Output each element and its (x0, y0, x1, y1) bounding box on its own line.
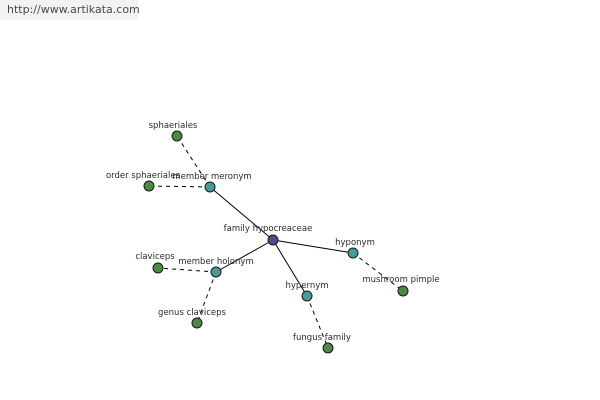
node-hypernym[interactable]: hypernym (285, 281, 329, 302)
node-claviceps[interactable]: claviceps (135, 252, 175, 274)
node-fungus-family-label[interactable]: fungus family (293, 333, 351, 343)
node-mushroom-pimple-dot[interactable] (397, 285, 409, 297)
node-member-holonym-dot[interactable] (210, 266, 222, 278)
edge-member-meronym-to-order-sphaeriales (148, 185, 211, 188)
node-fungus-family-dot[interactable] (322, 342, 334, 354)
edge-member-holonym-to-claviceps (157, 267, 217, 273)
edge-center-to-hypernym (272, 239, 308, 297)
edge-hyponym-to-mushroom-pimple (352, 252, 404, 292)
edge-center-to-hyponym (272, 239, 354, 254)
node-hypernym-label[interactable]: hypernym (285, 281, 328, 291)
node-member-meronym-label[interactable]: member meronym (172, 172, 251, 182)
nodes-layer: family hypocreaceae member meronym hyponym… (106, 121, 440, 354)
node-sphaeriales-dot[interactable] (171, 130, 183, 142)
node-mushroom-pimple[interactable]: mushroom pimple (362, 275, 440, 297)
node-member-meronym[interactable]: member meronym (172, 172, 252, 193)
node-member-holonym-label[interactable]: member holonym (178, 257, 253, 267)
node-sphaeriales-label[interactable]: sphaeriales (149, 121, 198, 131)
node-center-dot[interactable] (267, 234, 279, 246)
edge-hypernym-to-fungus-family (306, 295, 329, 349)
node-hyponym[interactable]: hyponym (335, 238, 375, 259)
edge-center-to-member-meronym (209, 186, 274, 241)
node-hyponym-dot[interactable] (347, 247, 359, 259)
node-sphaeriales[interactable]: sphaeriales (149, 121, 198, 142)
node-genus-claviceps[interactable]: genus claviceps (158, 308, 227, 329)
node-member-holonym[interactable]: member holonym (178, 257, 254, 278)
edges-layer (148, 135, 404, 349)
node-hyponym-label[interactable]: hyponym (335, 238, 375, 248)
edge-member-holonym-to-genus-claviceps (196, 271, 217, 324)
node-order-sphaeriales[interactable]: order sphaeriales (106, 171, 181, 192)
node-hypernym-dot[interactable] (301, 290, 313, 302)
edge-member-meronym-to-sphaeriales (176, 135, 211, 188)
node-claviceps-dot[interactable] (152, 262, 164, 274)
node-center[interactable]: family hypocreaceae (224, 224, 313, 246)
edge-center-to-member-holonym (215, 239, 274, 273)
node-genus-claviceps-label[interactable]: genus claviceps (158, 308, 226, 318)
node-claviceps-label[interactable]: claviceps (135, 252, 175, 262)
node-order-sphaeriales-label[interactable]: order sphaeriales (106, 171, 181, 181)
watermark-url[interactable]: http://www.artikata.com (0, 0, 140, 20)
node-order-sphaeriales-dot[interactable] (143, 180, 155, 192)
node-center-label[interactable]: family hypocreaceae (224, 224, 313, 234)
node-genus-claviceps-dot[interactable] (191, 317, 203, 329)
node-mushroom-pimple-label[interactable]: mushroom pimple (362, 275, 439, 285)
node-member-meronym-dot[interactable] (204, 181, 216, 193)
node-fungus-family[interactable]: fungus family (293, 333, 351, 354)
